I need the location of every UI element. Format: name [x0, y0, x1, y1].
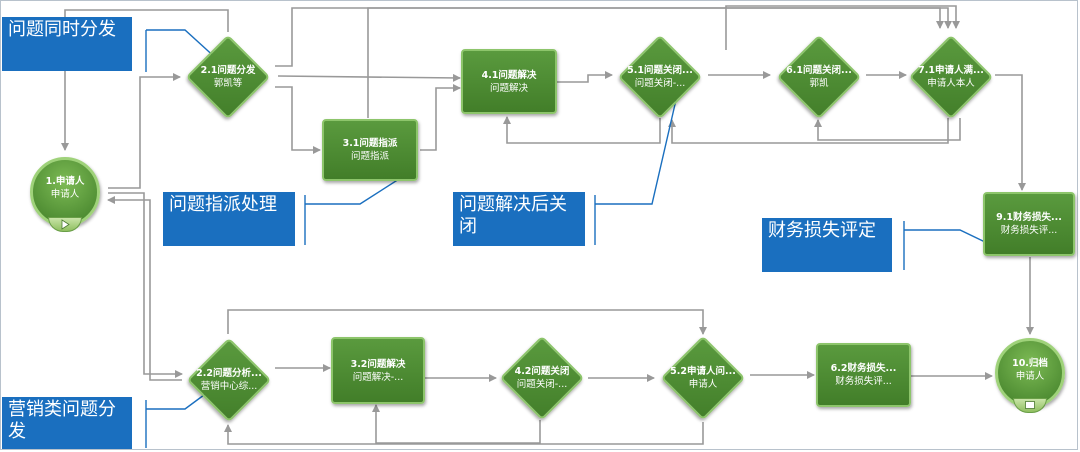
edge-71-91 [995, 74, 1026, 191]
edge-1-22 [108, 192, 183, 378]
edge-31-71 [367, 7, 952, 118]
edge-42-32 [372, 404, 541, 444]
node-5-2-line2: 申请人 [688, 379, 718, 390]
node-5-1-line1: 5.1问题关闭... [627, 65, 693, 76]
leader-c4 [903, 221, 986, 270]
node-10[interactable]: 10.归档 申请人 [995, 352, 1065, 388]
node-6-2-line1: 6.2财务损失... [830, 363, 897, 374]
node-9-1-line1: 9.1财务损失... [996, 212, 1062, 223]
edge-31-41 [420, 84, 461, 151]
node-3-2[interactable]: 3.2问题解决 问题解决-... [331, 337, 425, 404]
node-2-2-line2: 营销中心综... [200, 381, 258, 392]
node-5-2-line1: 5.2申请人问... [670, 366, 736, 377]
leader-c5 [145, 391, 209, 448]
node-2-2[interactable]: 2.2问题分析... 营销中心综... [184, 360, 274, 400]
play-icon [61, 219, 70, 230]
node-6-1-line1: 6.1问题关闭... [786, 65, 852, 76]
edge-41-51 [557, 71, 613, 83]
callout-marketing-dispatch: 营销类问题分发 [2, 397, 132, 449]
node-2-1[interactable]: 2.1问题分发 郭凯等 [183, 57, 273, 97]
leader-c2 [304, 171, 411, 245]
edge-71-61 [814, 118, 961, 141]
edge-51-71 [725, 5, 960, 50]
node-2-1-line1: 2.1问题分发 [200, 65, 256, 76]
callout-assign-handling: 问题指派处理 [163, 192, 295, 246]
callout-close-after-resolve: 问题解决后关闭 [453, 192, 585, 246]
node-2-2-line1: 2.2问题分析... [196, 368, 262, 379]
node-6-1-line2: 郭凯 [809, 78, 829, 89]
edge-21-31 [275, 86, 321, 154]
node-5-1-line2: 问题关闭-... [634, 78, 686, 89]
edge-52-22 [224, 422, 704, 445]
node-6-2-line2: 财务损失评... [835, 376, 892, 387]
edge-22-52 [227, 309, 707, 335]
node-6-2[interactable]: 6.2财务损失... 财务损失评... [816, 343, 911, 407]
node-9-1-line2: 财务损失评... [1000, 225, 1058, 236]
edge-22-1 [107, 196, 182, 381]
node-3-2-line2: 问题解决-... [352, 371, 404, 383]
node-4-1[interactable]: 4.1问题解决 问题解决 [461, 49, 557, 114]
node-1[interactable]: 1.申请人 申请人 [30, 170, 100, 206]
node-1-line1: 1.申请人 [45, 176, 85, 187]
node-3-1[interactable]: 3.1问题指派 问题指派 [322, 119, 418, 181]
node-1-line2: 申请人 [50, 189, 80, 200]
callout-simultaneous-dispatch: 问题同时分发 [2, 17, 132, 71]
node-4-2[interactable]: 4.2问题关闭 问题关闭-... [497, 358, 587, 398]
edge-21-71a [275, 7, 944, 67]
node-5-1[interactable]: 5.1问题关闭... 问题关闭-... [615, 57, 705, 97]
node-9-1[interactable]: 9.1财务损失... 财务损失评... [983, 192, 1075, 256]
edge-21-41 [277, 73, 461, 82]
node-10-shape [995, 338, 1065, 408]
callout-financial-loss-assessment: 财务损失评定 [762, 218, 892, 272]
edge-1-21 [108, 73, 181, 189]
leader-c1 [145, 29, 219, 72]
edge-71-51 [668, 118, 949, 144]
node-3-2-line1: 3.2问题解决 [350, 358, 406, 370]
stop-icon [1025, 401, 1035, 409]
edge-21-1 [61, 9, 229, 151]
node-3-1-line1: 3.1问题指派 [342, 138, 398, 149]
node-4-2-line1: 4.2问题关闭 [514, 366, 570, 377]
node-4-1-line1: 4.1问题解决 [481, 69, 537, 81]
leader-c3 [594, 99, 677, 245]
node-7-1-line2: 申请人本人 [927, 78, 975, 89]
node-10-line2: 申请人 [1015, 371, 1045, 382]
node-7-1[interactable]: 7.1申请人满... 申请人本人 [906, 57, 996, 97]
node-4-2-line2: 问题关闭-... [516, 379, 568, 390]
edge-51-41 [503, 116, 661, 144]
node-2-1-line2: 郭凯等 [213, 78, 243, 89]
node-7-1-line1: 7.1申请人满... [918, 65, 984, 76]
node-4-1-line2: 问题解决 [489, 82, 528, 94]
node-6-1[interactable]: 6.1问题关闭... 郭凯 [774, 57, 864, 97]
node-10-line1: 10.归档 [1012, 358, 1048, 369]
node-3-1-line2: 问题指派 [350, 151, 389, 162]
node-5-2[interactable]: 5.2申请人问... 申请人 [658, 358, 748, 398]
